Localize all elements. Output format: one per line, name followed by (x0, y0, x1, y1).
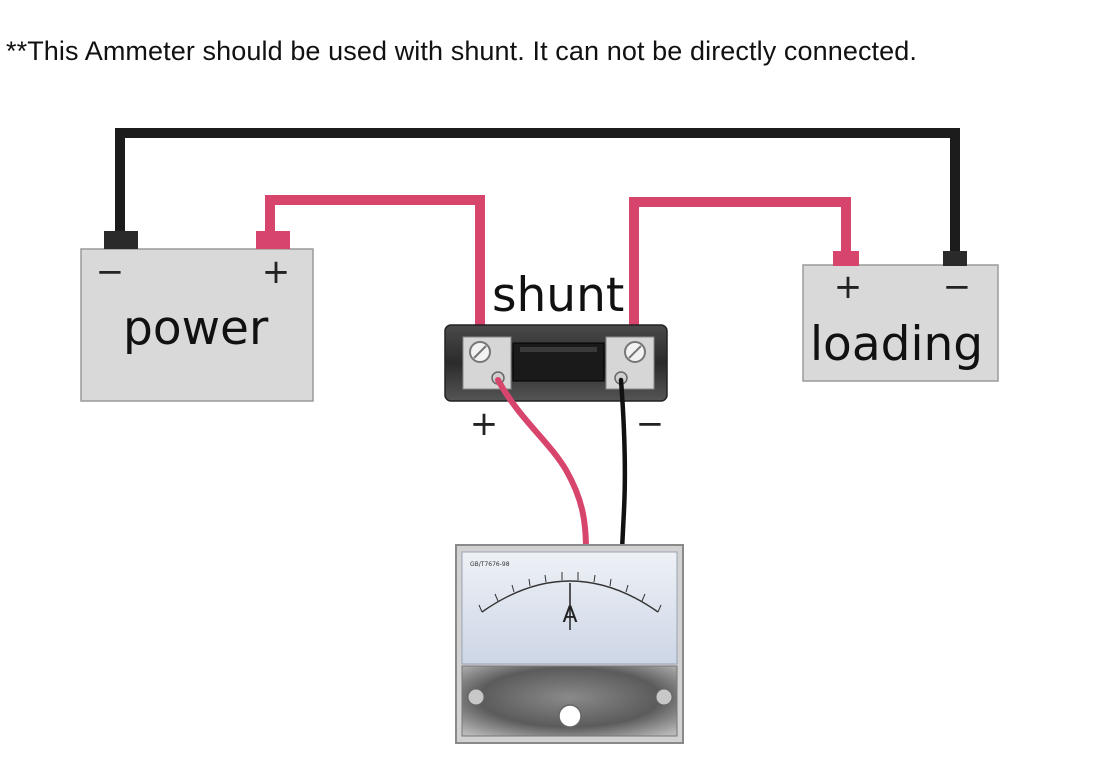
power-positive-terminal (256, 231, 290, 249)
load-positive-wire (629, 197, 851, 340)
load: + − loading (802, 251, 999, 382)
power-label: power (123, 301, 269, 356)
meter-positive-lead (495, 377, 589, 553)
power-source: − + power (80, 231, 314, 402)
ammeter: GB/T7676-98 A (455, 544, 684, 744)
load-minus-sign: − (943, 267, 972, 307)
warning-note: **This Ammeter should be used with shunt… (6, 36, 917, 66)
load-plus-sign: + (834, 267, 863, 307)
shunt-label: shunt (492, 268, 624, 323)
power-negative-terminal (104, 231, 138, 249)
shunt: shunt + − (444, 268, 668, 444)
meter-negative-lead (618, 377, 628, 553)
shunt-plus-sign: + (470, 404, 499, 444)
load-negative-terminal (943, 251, 967, 266)
power-positive-wire (265, 195, 485, 340)
shunt-minus-sign: − (636, 404, 665, 444)
zero-adjust-screw (558, 704, 582, 728)
power-minus-sign: − (96, 252, 125, 292)
negative-wire (115, 128, 960, 254)
power-plus-sign: + (262, 252, 291, 292)
load-positive-terminal (833, 251, 859, 266)
svg-text:GB/T7676-98: GB/T7676-98 (470, 561, 510, 568)
load-label: loading (810, 317, 983, 372)
